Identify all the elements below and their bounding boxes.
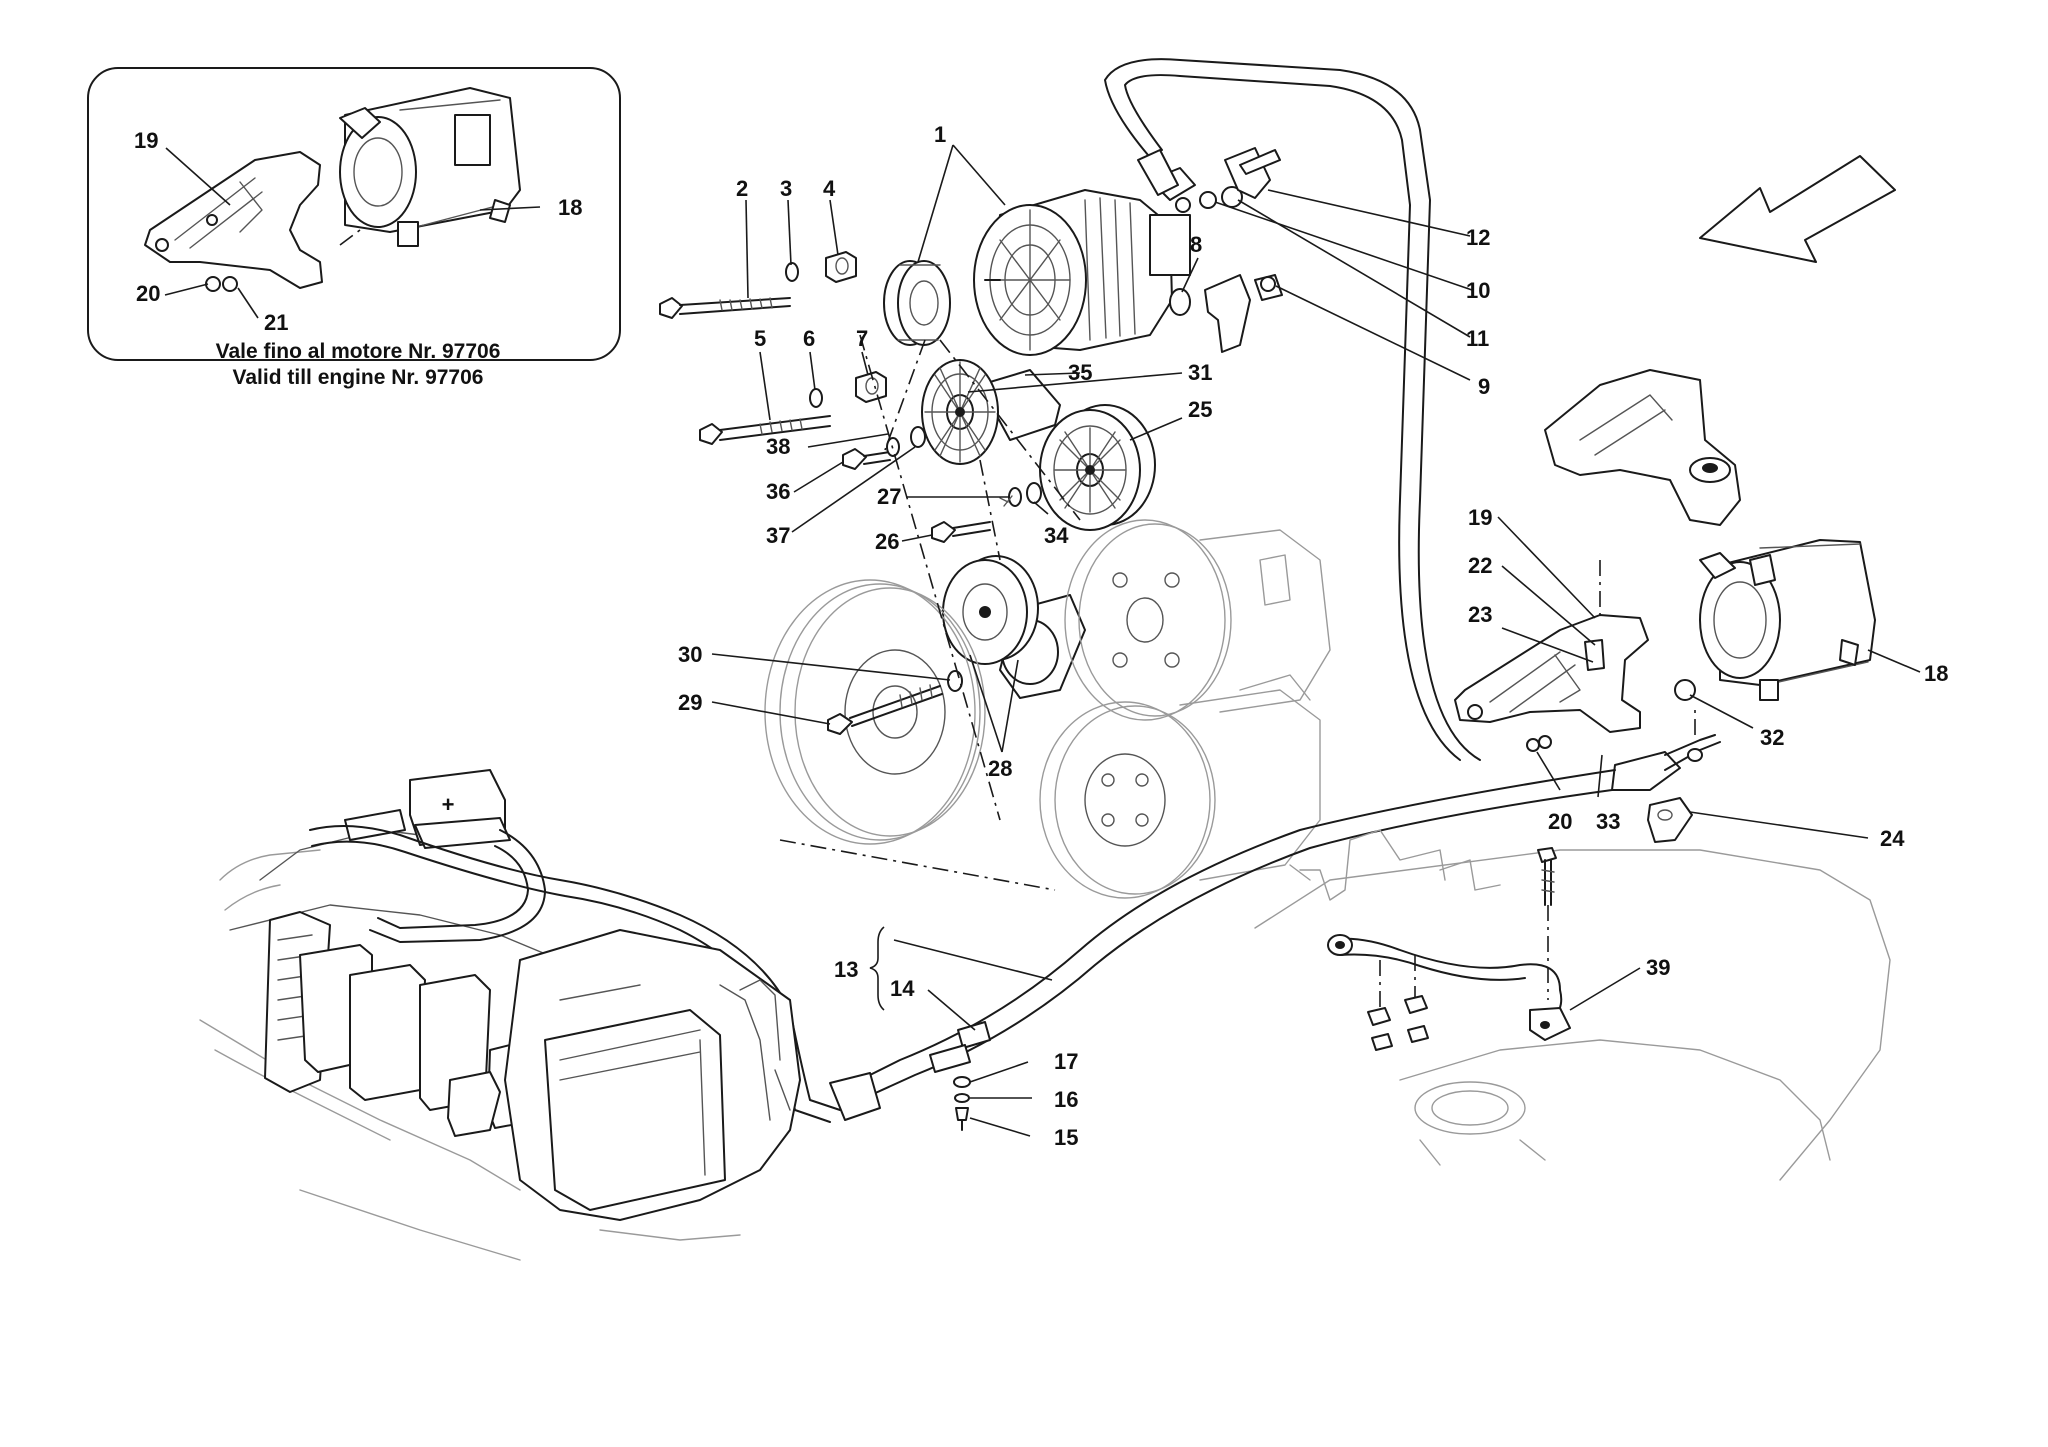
inset-bolts — [205, 229, 361, 292]
callout-34: 34 — [1044, 523, 1069, 548]
callout-31: 31 — [1188, 360, 1212, 385]
callout-32: 32 — [1760, 725, 1784, 750]
starter-motor — [1699, 539, 1876, 701]
alternator-battery-cable — [1104, 58, 1481, 761]
callout-4: 4 — [823, 176, 836, 201]
callout-11: 11 — [1466, 326, 1489, 351]
starter-mount-bracket — [1544, 369, 1741, 526]
callout-14: 14 — [890, 976, 915, 1001]
callout-6: 6 — [803, 326, 815, 351]
callout-33: 33 — [1596, 809, 1620, 834]
callout-7: 7 — [856, 326, 868, 351]
callout-37: 37 — [766, 523, 790, 548]
inset-callout-21: 21 — [264, 310, 288, 335]
callout-30: 30 — [678, 642, 702, 667]
inset-callout-20: 20 — [136, 281, 160, 306]
power-steering-pump — [1064, 519, 1331, 721]
callout-13: 13 — [834, 957, 858, 982]
alternator-pulley — [883, 260, 951, 346]
callout-24: 24 — [1880, 826, 1905, 851]
inset-note-italian: Vale fino al motore Nr. 97706 — [216, 340, 501, 363]
fuse-box-and-ecu: + — [199, 769, 881, 1261]
inset-starter-motor — [339, 87, 521, 247]
callout-39: 39 — [1646, 955, 1670, 980]
alternator-rear-bracket — [1169, 274, 1283, 353]
callout-20: 20 — [1548, 809, 1572, 834]
callout-10: 10 — [1466, 278, 1490, 303]
belt-tensioner — [921, 359, 1061, 465]
callout-36: 36 — [766, 479, 790, 504]
crankshaft-pulley — [764, 579, 986, 845]
callout-29: 29 — [678, 690, 702, 715]
callout-38: 38 — [766, 434, 790, 459]
callout-1: 1 — [934, 122, 946, 147]
tensioner-hardware — [842, 426, 1042, 543]
callout-25: 25 — [1188, 397, 1212, 422]
callout-18: 18 — [1924, 661, 1948, 686]
fuse-plus-label: + — [442, 792, 455, 817]
callout-5: 5 — [754, 326, 766, 351]
starter-battery-cable — [1526, 679, 1721, 843]
cable-clip-screws — [953, 1076, 971, 1131]
inset-bracket — [144, 151, 323, 289]
callout-9: 9 — [1478, 374, 1490, 399]
alternator-bolts — [659, 251, 887, 445]
idler-pulley-upper — [1039, 404, 1156, 531]
callout-28: 28 — [988, 756, 1012, 781]
callout-19: 19 — [1468, 505, 1492, 530]
inset-panel: 19 18 20 21 Vale fino al motore Nr. 9770… — [87, 67, 621, 389]
terminal-hardware — [1175, 147, 1281, 213]
callout-26: 26 — [875, 529, 899, 554]
callout-16: 16 — [1054, 1087, 1078, 1112]
callout-17: 17 — [1054, 1049, 1078, 1074]
ground-strap — [1254, 829, 1891, 1181]
belt-centerlines — [779, 334, 1081, 891]
callout-27: 27 — [877, 484, 901, 509]
leader-lines — [711, 144, 1921, 1137]
callout-3: 3 — [780, 176, 792, 201]
direction-arrow-icon — [1699, 155, 1896, 263]
starter-bracket — [1454, 560, 1649, 733]
callout-numbers: 1 2 3 4 5 6 7 8 9 10 11 12 13 14 15 16 1… — [678, 122, 1948, 1150]
inset-callout-19: 19 — [134, 128, 158, 153]
callout-8: 8 — [1190, 232, 1202, 257]
callout-2: 2 — [736, 176, 748, 201]
callout-15: 15 — [1054, 1125, 1078, 1150]
callout-12: 12 — [1466, 225, 1490, 250]
alternator — [973, 167, 1196, 356]
ac-compressor — [1039, 674, 1321, 899]
main-battery-cable — [839, 769, 1616, 1101]
callout-23: 23 — [1468, 602, 1492, 627]
inset-note-english: Valid till engine Nr. 97706 — [233, 366, 484, 389]
callout-22: 22 — [1468, 553, 1492, 578]
idler-pulley-lower — [942, 555, 1086, 699]
callout-35: 35 — [1068, 360, 1092, 385]
inset-callout-18: 18 — [558, 195, 582, 220]
